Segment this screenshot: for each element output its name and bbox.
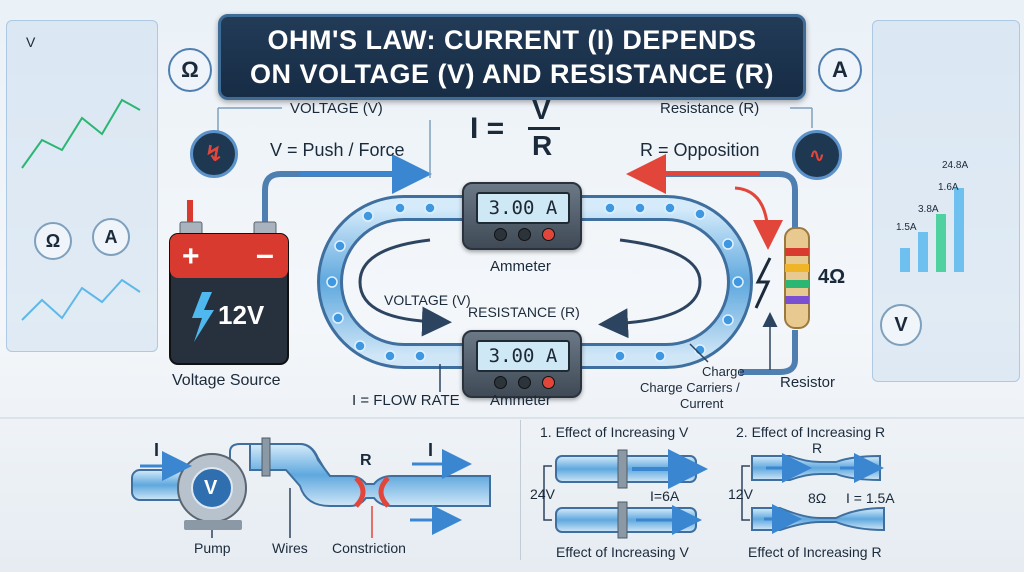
right-panel-bar	[936, 214, 946, 272]
ammeter-top: 3.00 A	[462, 182, 582, 250]
right-panel-value: 1.5A	[896, 222, 917, 233]
effect-v-current: I=6A	[650, 488, 680, 504]
effect-r-current: I = 1.5A	[846, 490, 895, 506]
title-line-2: ON VOLTAGE (V) AND RESISTANCE (R)	[250, 59, 774, 89]
ohm-side-icon: Ω	[34, 222, 72, 260]
pipe-coupling	[261, 437, 271, 477]
formula-numerator: V	[532, 94, 551, 125]
resistor-down-arrow	[734, 186, 783, 250]
resistance-wire	[640, 171, 798, 230]
wire-battery-top	[262, 171, 420, 232]
voltage-source-label: Voltage Source	[172, 372, 281, 389]
effect-r-voltage: 12V	[728, 486, 753, 502]
amp-badge-icon: A	[818, 48, 862, 92]
ammeter-bottom-caption: Ammeter	[490, 392, 551, 409]
voltage-lightning-icon: ↯	[190, 130, 238, 178]
formula-lhs: I =	[470, 112, 505, 145]
wires-label: Wires	[272, 540, 308, 556]
resistor-label: Resistor	[780, 374, 836, 391]
ammeter-top-caption: Ammeter	[490, 258, 551, 275]
effect-v-coupling-top	[617, 449, 628, 489]
ammeter-knob	[518, 228, 531, 241]
pump-badge	[191, 467, 233, 509]
voltage-description: V = Push / Force	[270, 140, 405, 160]
current-label: Current	[680, 396, 724, 411]
analogy-flow-right: I	[428, 440, 434, 460]
ohms-law-formula: I = V R	[470, 94, 570, 161]
ammeter-knob-red	[542, 376, 555, 389]
effect-r-caption: Effect of Increasing R	[748, 544, 882, 560]
battery-minus: –	[256, 236, 274, 272]
resistor-band	[785, 280, 809, 288]
analogy-pipe-main	[249, 443, 491, 507]
effect-v-voltage: 24V	[530, 486, 555, 502]
resistor-lead-bottom	[740, 359, 798, 375]
pump-base	[184, 520, 242, 530]
pump-label: Pump	[194, 540, 231, 556]
analogy-flow-left: I	[154, 440, 160, 460]
effect-r-resistance: 8Ω	[808, 490, 827, 506]
constriction-mark: R	[360, 452, 372, 469]
pump-letter: V	[204, 477, 218, 499]
amp-side-icon: A	[92, 218, 130, 256]
constriction-label: Constriction	[332, 540, 406, 556]
title-line-1: OHM'S LAW: CURRENT (I) DEPENDS	[267, 25, 757, 55]
resistor-zigzag-icon: ∿	[792, 130, 842, 180]
right-panel-value: 24.8A	[942, 160, 969, 171]
ammeter-bottom-reading: 3.00 A	[476, 340, 570, 372]
effect-r-heading: 2. Effect of Increasing R	[736, 424, 886, 440]
charge-callout	[689, 343, 709, 363]
battery-plus: +	[182, 240, 200, 273]
formula-bar	[528, 127, 560, 130]
right-panel-value: 3.8A	[918, 204, 939, 215]
right-panel-bar	[918, 232, 928, 272]
ammeter-knob	[494, 376, 507, 389]
effect-r-mark: R	[812, 440, 823, 456]
constriction-clamp	[354, 476, 390, 508]
charge-carriers-label: Charge Carriers /	[640, 380, 740, 395]
inner-arrow-voltage	[358, 238, 452, 337]
battery-voltage: 12V	[218, 300, 265, 330]
right-panel-bar	[900, 248, 910, 272]
resistor-value: 4Ω	[818, 266, 846, 288]
ammeter-top-reading: 3.00 A	[476, 192, 570, 224]
ammeter-knob	[518, 376, 531, 389]
resistor-band	[785, 264, 809, 272]
effect-v-caption: Effect of Increasing V	[556, 544, 689, 560]
left-background-panel	[6, 20, 158, 352]
lightning-icon	[754, 257, 772, 309]
charge-label: Charge	[702, 364, 745, 379]
ohm-badge-icon: Ω	[168, 48, 212, 92]
volt-side-icon: V	[880, 304, 922, 346]
left-panel-letter: V	[26, 34, 36, 50]
loop-resistance-label: RESISTANCE (R)	[468, 304, 580, 320]
right-panel-bar	[954, 188, 964, 272]
title-banner: OHM'S LAW: CURRENT (I) DEPENDS ON VOLTAG…	[218, 14, 806, 100]
resistor-band	[785, 248, 809, 256]
resistance-heading: Resistance (R)	[660, 100, 760, 117]
battery-lightning-icon	[192, 292, 214, 342]
effect-v-coupling-bottom	[617, 501, 628, 539]
effect-r-bracket	[741, 465, 750, 521]
flow-rate-label: I = FLOW RATE	[352, 392, 460, 409]
ammeter-bottom: 3.00 A	[462, 330, 582, 398]
resistor-band	[785, 296, 809, 304]
ammeter-knob-red	[542, 228, 555, 241]
left-panel-chart-2	[21, 278, 141, 321]
resistor-body	[784, 227, 810, 329]
inner-arrow-resistance	[598, 238, 702, 339]
left-panel-chart	[21, 98, 141, 169]
formula-denominator: R	[532, 130, 553, 161]
resistance-description: R = Opposition	[640, 140, 760, 160]
effect-v-bracket	[543, 465, 552, 521]
battery-top	[170, 234, 288, 278]
voltage-heading: VOLTAGE (V)	[290, 100, 383, 117]
ammeter-knob	[494, 228, 507, 241]
right-panel-value: 1.6A	[938, 182, 959, 193]
effect-v-heading: 1. Effect of Increasing V	[540, 424, 689, 440]
loop-voltage-label: VOLTAGE (V)	[384, 292, 471, 308]
section-divider	[520, 420, 521, 560]
